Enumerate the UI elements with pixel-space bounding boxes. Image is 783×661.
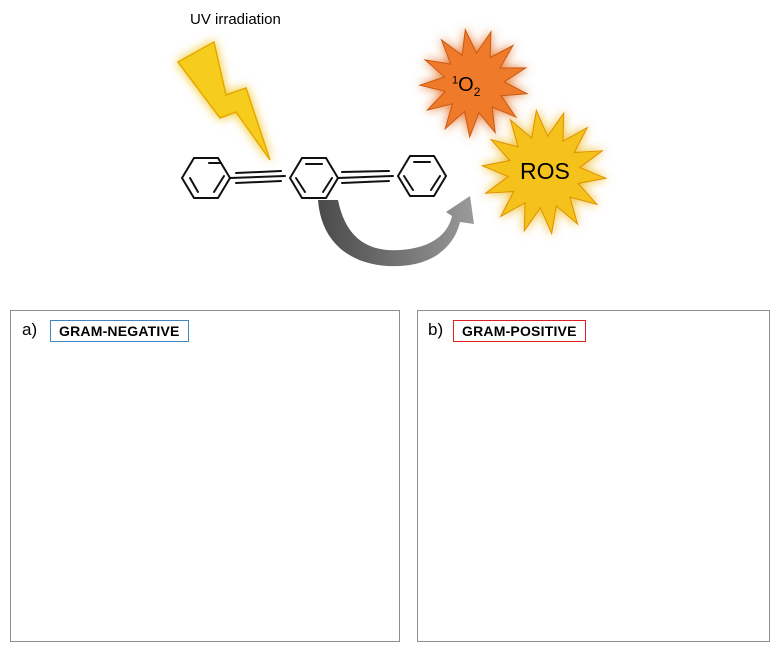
gram-negative-title: GRAM-NEGATIVE bbox=[50, 320, 189, 342]
gram-negative-panel bbox=[10, 310, 400, 642]
uv-irradiation-label: UV irradiation bbox=[190, 11, 281, 28]
singlet-oxygen-main: O bbox=[458, 74, 474, 96]
molecule-structure bbox=[180, 155, 448, 199]
singlet-oxygen-superscript: 1 bbox=[452, 74, 459, 87]
panel-a-letter: a) bbox=[22, 320, 38, 339]
ros-label: ROS bbox=[520, 158, 570, 184]
curved-arrow-icon bbox=[318, 196, 474, 267]
lightning-bolt-icon bbox=[176, 40, 271, 161]
singlet-oxygen-subscript: 2 bbox=[473, 85, 481, 99]
panel-b-letter: b) bbox=[428, 320, 444, 339]
singlet-oxygen-label: 1O2 bbox=[452, 74, 480, 99]
singlet-oxygen-burst bbox=[418, 27, 529, 139]
gram-positive-title: GRAM-POSITIVE bbox=[453, 320, 586, 342]
gram-positive-panel bbox=[417, 310, 770, 642]
ros-burst bbox=[480, 108, 608, 236]
